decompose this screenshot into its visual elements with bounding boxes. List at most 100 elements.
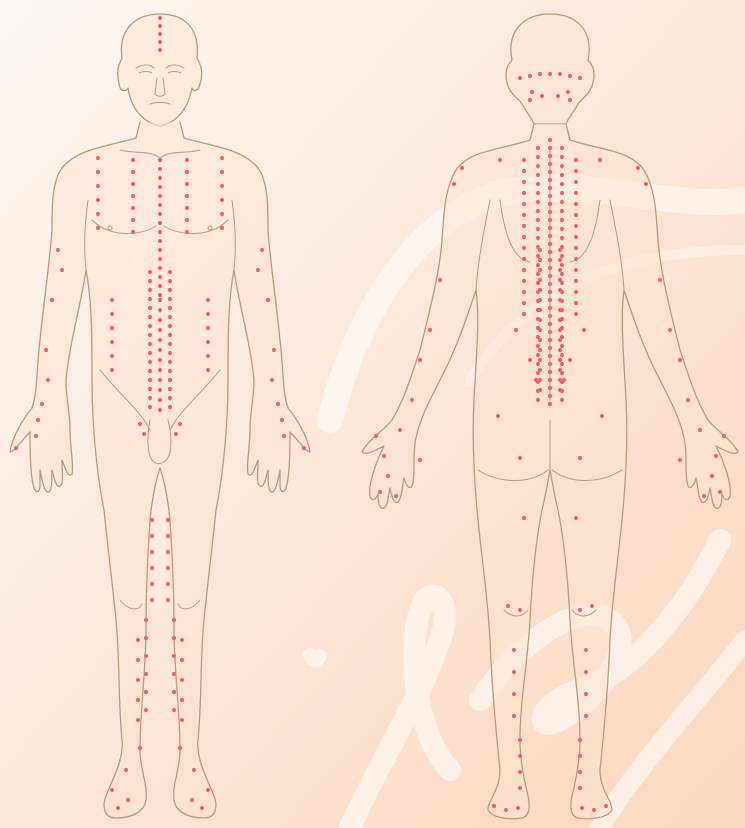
back-acupoint xyxy=(536,209,540,213)
back-acupoint xyxy=(536,218,540,222)
back-acupoint xyxy=(578,76,582,80)
back-acupoint xyxy=(518,608,522,612)
back-acupoint xyxy=(536,155,540,159)
back-acupoint xyxy=(522,213,526,217)
back-acupoint xyxy=(410,398,414,402)
back-acupoint xyxy=(574,257,578,261)
back-acupoint xyxy=(548,378,552,382)
back-acupoint xyxy=(574,180,578,184)
back-acupoint xyxy=(382,454,386,458)
back-acupoint xyxy=(528,98,532,102)
back-acupoint xyxy=(584,692,588,696)
back-acupoint xyxy=(418,358,422,362)
back-acupoint xyxy=(582,328,586,332)
back-acupoint xyxy=(548,282,552,286)
back-acupoint xyxy=(536,200,540,204)
back-acupoint xyxy=(536,398,540,402)
back-acupoint xyxy=(548,146,552,150)
back-acupoint xyxy=(512,692,516,696)
back-acupoint xyxy=(584,670,588,674)
back-acupoint xyxy=(560,254,564,258)
back-acupoint xyxy=(522,257,526,261)
back-acupoint xyxy=(548,202,552,206)
back-acupoint xyxy=(590,604,594,608)
back-acupoint xyxy=(558,378,562,382)
back-acupoint xyxy=(538,308,542,312)
back-acupoint xyxy=(504,808,508,812)
back-acupoint xyxy=(548,298,552,302)
back-acupoint xyxy=(378,490,382,494)
back-acupoint xyxy=(548,266,552,270)
back-acupoint xyxy=(522,158,526,162)
back-acupoint xyxy=(538,248,542,252)
back-acupoint xyxy=(710,474,714,478)
back-acupoint xyxy=(560,353,564,357)
back-acupoint xyxy=(560,164,564,168)
back-acupoint xyxy=(528,74,532,78)
back-acupoint xyxy=(540,94,544,98)
back-acupoint xyxy=(548,290,552,294)
back-acupoint xyxy=(536,182,540,186)
back-acupoint xyxy=(394,494,398,498)
back-acupoint xyxy=(560,227,564,231)
back-acupoint xyxy=(560,272,564,276)
back-acupoint xyxy=(548,354,552,358)
back-acupoint xyxy=(548,322,552,326)
back-acupoint xyxy=(548,394,552,398)
back-acupoint xyxy=(536,191,540,195)
back-acupoint xyxy=(698,428,702,432)
back-acupoint xyxy=(522,516,526,520)
back-acupoint xyxy=(548,402,552,406)
back-acupoint xyxy=(536,344,540,348)
back-acupoint xyxy=(560,263,564,267)
back-acupoint xyxy=(580,806,584,810)
back-acupoint xyxy=(438,278,442,282)
back-acupoint xyxy=(560,155,564,159)
back-acupoint xyxy=(574,290,578,294)
back-acupoint xyxy=(558,248,562,252)
back-acupoint xyxy=(568,74,572,78)
back-acupoint xyxy=(560,236,564,240)
back-acupoint xyxy=(538,72,542,76)
back-acupoint xyxy=(538,348,542,352)
back-acupoint xyxy=(600,414,604,418)
back-acupoint xyxy=(386,474,390,478)
back-acupoint xyxy=(560,398,564,402)
back-acupoint xyxy=(562,378,566,382)
back-acupoint xyxy=(518,738,522,742)
back-acupoint xyxy=(578,770,582,774)
back-acupoint xyxy=(548,138,552,142)
back-acupoint xyxy=(574,516,578,520)
back-acupoint xyxy=(518,786,522,790)
back-acupoint xyxy=(578,754,582,758)
back-acupoint xyxy=(578,786,582,790)
back-acupoint xyxy=(556,94,560,98)
back-acupoint xyxy=(530,90,534,94)
back-acupoint xyxy=(522,312,526,316)
back-acupoint xyxy=(548,274,552,278)
back-acupoint xyxy=(374,434,378,438)
back-acupoint xyxy=(518,754,522,758)
back-acupoint xyxy=(548,330,552,334)
back-acupoint xyxy=(548,346,552,350)
back-acupoint xyxy=(498,158,502,162)
back-acupoint xyxy=(702,494,706,498)
back-acupoint xyxy=(558,298,562,302)
back-acupoint xyxy=(560,344,564,348)
back-acupoint xyxy=(516,806,520,810)
back-acupoint xyxy=(574,246,578,250)
back-acupoint xyxy=(398,428,402,432)
back-acupoint xyxy=(460,166,464,170)
back-acupoint xyxy=(514,328,518,332)
back-acupoint xyxy=(538,258,542,262)
back-acupoint xyxy=(718,490,722,494)
back-acupoint xyxy=(574,312,578,316)
back-acupoint xyxy=(560,191,564,195)
back-acupoint xyxy=(536,353,540,357)
back-acupoint xyxy=(566,90,570,94)
back-acupoint xyxy=(558,268,562,272)
back-acupoint xyxy=(548,306,552,310)
back-acupoint xyxy=(678,458,682,462)
back-acupoint xyxy=(560,218,564,222)
back-acupoint xyxy=(558,72,562,76)
